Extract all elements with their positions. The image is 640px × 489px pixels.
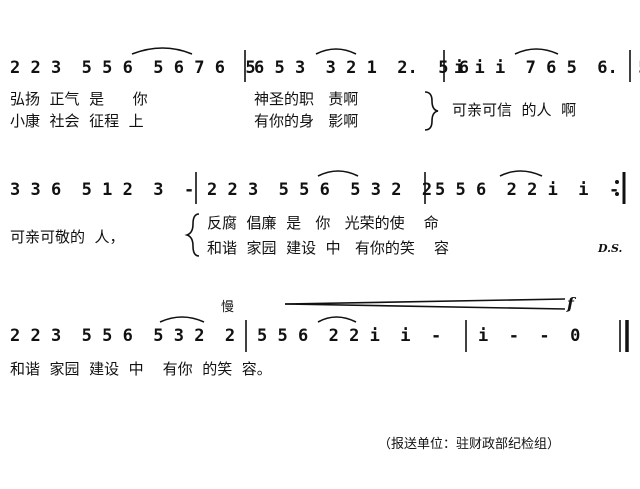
tempo-marking: 慢 [221, 300, 235, 315]
repeat-dot [615, 180, 619, 184]
crescendo-line [284, 303, 566, 310]
slur [514, 48, 559, 55]
slur [159, 316, 205, 323]
brace [184, 213, 200, 257]
dynamic-marking: f [567, 294, 574, 313]
row2-lyric-a1: 可亲可敬的 人， [10, 228, 125, 246]
row1-refrain: 可亲可信 的人 啊 [452, 101, 577, 119]
row1-lyric-b2: 有你的身 影啊 [254, 112, 359, 130]
row2-lyric-b1: 和谐 家园 建设 中 有你的笑 容 [207, 239, 449, 257]
row2-lyric-a2: 反腐 倡廉 是 你 光荣的使 命 [207, 214, 439, 232]
footer-credit: （报送单位：驻财政部纪检组） [378, 437, 561, 452]
repeat-dot [615, 192, 619, 196]
row3-measure3: i - - 0 [478, 326, 581, 346]
slur [499, 170, 543, 177]
row3-measure2: 5 5 6 2 2 i i - [257, 326, 442, 346]
slur [317, 316, 357, 323]
row3-lyrics: 和谐 家园 建设 中 有你 的笑 容。 [10, 360, 272, 378]
row1-lyric-a2: 神圣的职 责啊 [254, 90, 359, 108]
slur [315, 48, 357, 55]
row2-measure1: 3 3 6 5 1 2 3 - [10, 180, 195, 200]
crescendo-line [284, 298, 566, 305]
slur [317, 170, 359, 177]
row1-measure1: 2 2 3 5 5 6 5 6 7 6 5 [10, 58, 256, 78]
row2-measure2: 2 2 3 5 5 6 5 3 2 2 [207, 180, 433, 200]
brace [424, 91, 439, 131]
row1-measure2: 6 5 3 3 2 1 2. 5 6 [254, 58, 469, 78]
slur [131, 47, 193, 55]
row1-measure3: i i i 7 6 5 6. 5 [454, 58, 640, 78]
row2-measure3: 5 5 6 2 2 i i - [435, 180, 620, 200]
row3-measure1: 2 2 3 5 5 6 5 3 2 2 [10, 326, 236, 346]
row1-lyric-a1: 弘扬 正气 是 你 [10, 90, 148, 108]
ds-marking: D.S. [598, 242, 623, 255]
row1-lyric-b1: 小康 社会 征程 上 [10, 112, 144, 130]
